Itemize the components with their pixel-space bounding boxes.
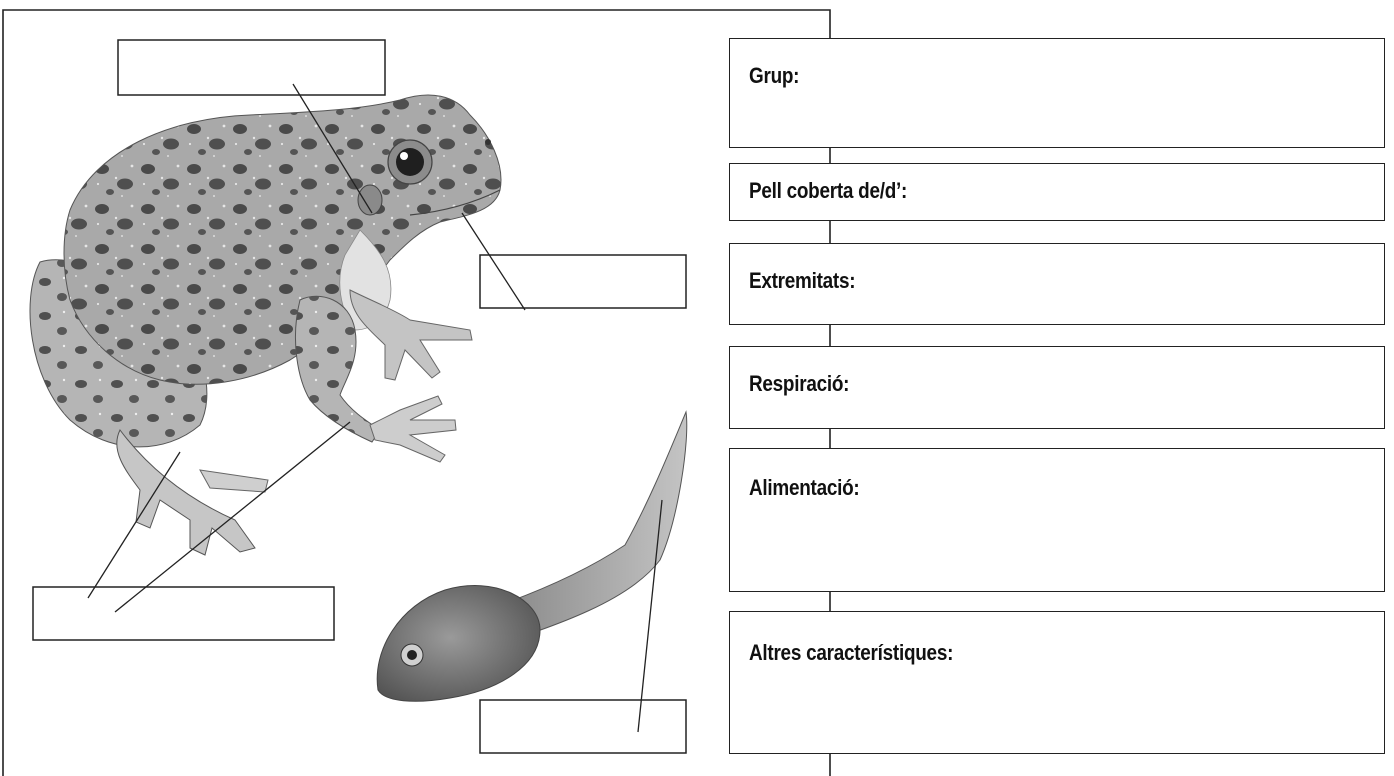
field-grup[interactable]: Grup: <box>729 38 1385 148</box>
leader-line-tadpole <box>637 499 663 733</box>
field-respiracio[interactable]: Respiració: <box>729 346 1385 429</box>
blank-label-box-bottom-right <box>479 699 687 754</box>
leader-line-skin <box>461 212 526 311</box>
frog-front-toes <box>369 395 457 463</box>
frog-front-arm <box>295 295 381 443</box>
field-extremitats[interactable]: Extremitats: <box>729 243 1385 325</box>
blank-label-box-right <box>479 254 687 309</box>
frog-tympanum <box>357 184 383 216</box>
field-label-grup: Grup: <box>749 63 800 88</box>
frog-hind-foot <box>116 429 256 556</box>
tadpole-illustration <box>376 410 688 702</box>
field-label-altres: Altres característiques: <box>749 640 954 665</box>
leader-line-tympanum <box>292 83 373 214</box>
field-label-pell: Pell coberta de/d’: <box>749 178 908 203</box>
field-alimentacio[interactable]: Alimentació: <box>729 448 1385 592</box>
tadpole-body <box>376 585 541 702</box>
field-pell[interactable]: Pell coberta de/d’: <box>729 163 1385 221</box>
frog-body <box>63 94 502 385</box>
leader-line-front-leg <box>114 421 351 613</box>
frog-back-arm <box>349 289 473 381</box>
frog-illustration <box>29 94 502 556</box>
blank-label-box-top <box>117 39 386 96</box>
field-altres[interactable]: Altres característiques: <box>729 611 1385 754</box>
blank-label-box-bottom-left <box>32 586 335 641</box>
field-label-respiracio: Respiració: <box>749 371 850 396</box>
leader-line-hind-leg <box>87 451 181 599</box>
field-label-extremitats: Extremitats: <box>749 268 856 293</box>
field-label-alimentacio: Alimentació: <box>749 475 860 500</box>
panel-frame <box>2 9 831 776</box>
